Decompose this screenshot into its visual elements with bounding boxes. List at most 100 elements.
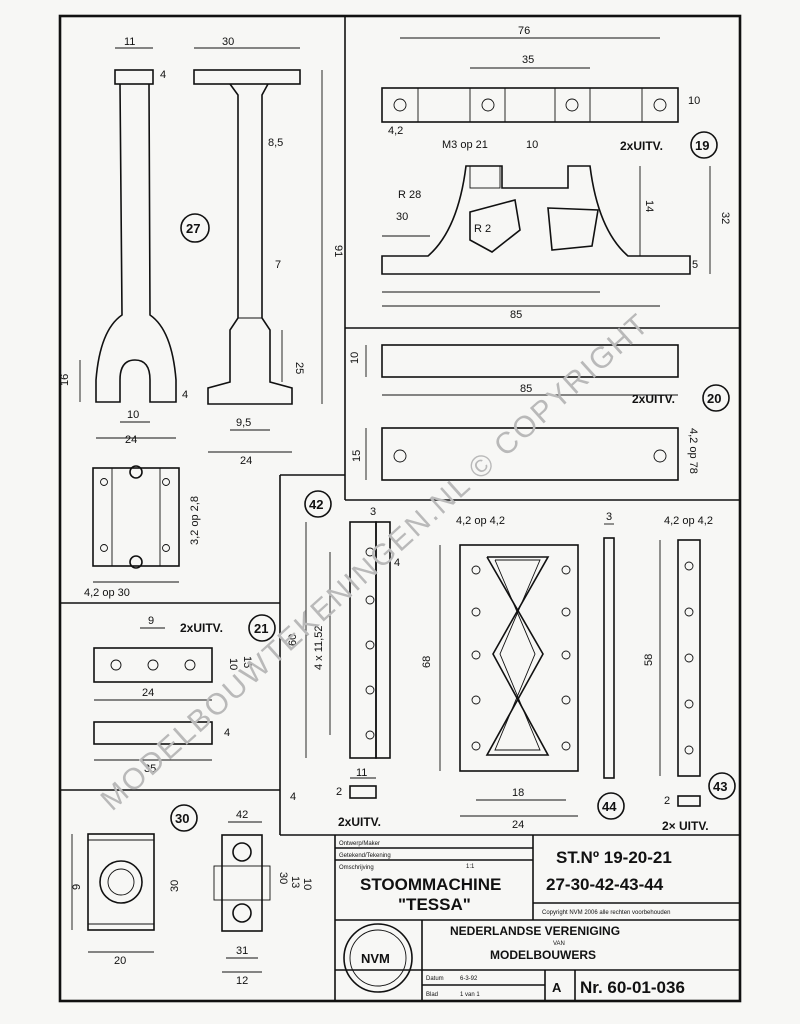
- p20-dim-holes: 4,2 op 78: [687, 428, 699, 474]
- p42-dim-flange: 3: [370, 506, 376, 518]
- p30-dim-width: 20: [114, 955, 126, 967]
- part-27-drawing: [79, 47, 323, 583]
- part-19-label: 19: [695, 138, 709, 153]
- p27-dim-base-width: 24: [240, 455, 252, 467]
- p27-dim-hole-spacing: 4,2 op 30: [84, 587, 130, 599]
- p44-dim-width: 24: [512, 819, 524, 831]
- part-42-drawing: [304, 490, 391, 799]
- p42-dim-section: 11: [356, 767, 367, 779]
- p19-dim-inner-radius: R 2: [474, 223, 491, 235]
- org-name-line2: MODELBOUWERS: [490, 948, 596, 962]
- p20-dim-width: 15: [351, 450, 363, 462]
- p19-dim-hole-dia: 4,2: [388, 125, 403, 137]
- p43-dim-holes: 4,2 op 4,2: [664, 515, 713, 527]
- p42-dim-edge: 4: [394, 557, 400, 569]
- p21-dim-width: 15: [241, 656, 253, 668]
- p30-dim-outer-width: 12: [236, 975, 248, 987]
- p19-dim-hole-spacing: 35: [522, 54, 534, 66]
- p19-dim-foot: 5: [692, 259, 698, 271]
- p19-dim-upright: 14: [643, 200, 655, 212]
- p19-dim-overall: 85: [510, 309, 522, 321]
- org-name-line1: NEDERLANDSE VERENIGING: [450, 924, 620, 938]
- p27-dim-fork: 16: [59, 374, 71, 386]
- p21-dim-length: 35: [144, 763, 156, 775]
- p30-dim-top: 42: [236, 809, 248, 821]
- p27-dim-slot: 10: [127, 409, 139, 421]
- date-value: 6-3-92: [460, 976, 478, 982]
- paper-format: A: [552, 980, 562, 995]
- p44-dim-hole-span: 18: [512, 787, 524, 799]
- part-42-label: 42: [309, 497, 323, 512]
- p19-dim-height: 32: [719, 212, 731, 224]
- p30-dim-span: 30: [277, 872, 289, 884]
- p27-dim-holes: 3,2 op 2,8: [189, 496, 201, 545]
- p19-dim-length: 76: [518, 25, 530, 37]
- p27-dim-foot: 4: [182, 389, 188, 401]
- p27-dim-base-inner: 9,5: [236, 417, 251, 429]
- title-name-line1: STOOMMACHINE: [360, 875, 501, 894]
- part-43-label: 43: [713, 779, 727, 794]
- part-43-drawing: [659, 539, 736, 807]
- p21-dim-thickness: 4: [224, 727, 230, 739]
- part-42-quantity: 2xUITV.: [338, 815, 381, 829]
- title-field-label-2: Getekend/Tekening: [339, 853, 391, 859]
- title-field-label-3: Omschrijving: [339, 865, 374, 871]
- p20-dim-length: 85: [520, 383, 532, 395]
- p27-dim-base-height: 25: [293, 362, 305, 374]
- part-21-quantity: 2xUITV.: [180, 621, 223, 635]
- p27-dim-diameter: 30: [222, 36, 234, 48]
- p42-dim-side: 4: [290, 791, 296, 803]
- p30-dim-height: 30: [169, 880, 181, 892]
- part-27-label: 27: [186, 221, 200, 236]
- part-21-label: 21: [254, 621, 268, 636]
- p21-dim-spacing: 9: [148, 615, 154, 627]
- p30-dim-bore: 9: [71, 884, 83, 890]
- p44-dim-height: 68: [421, 656, 433, 668]
- title-field-value-3: 1:1: [466, 864, 475, 870]
- p42-dim-thick: 2: [336, 786, 342, 798]
- part-21-drawing: [93, 614, 276, 761]
- p42-dim-pitch: 4 x 11,52: [313, 626, 325, 670]
- title-number-line1: ST.Nº 19-20-21: [556, 848, 672, 867]
- part-30-drawing: [71, 804, 271, 973]
- part-20-quantity: 2xUITV.: [632, 392, 675, 406]
- part-20-drawing: [365, 344, 730, 481]
- title-block: [335, 835, 740, 1001]
- p30-dim-slot: 10: [301, 878, 313, 890]
- p43-dim-thick: 2: [664, 795, 670, 807]
- p27-dim-fork-width: 24: [125, 434, 137, 446]
- org-name-small: VAN: [553, 941, 565, 947]
- p27-dim-flange: 4: [160, 69, 166, 81]
- p30-dim-inner-width: 31: [236, 945, 248, 957]
- p19-dim-thickness: 10: [688, 95, 700, 107]
- nvm-logo: NVM: [361, 951, 390, 966]
- p27-dim-width: 11: [124, 36, 135, 48]
- part-19-drawing: [381, 37, 718, 307]
- p19-dim-offset: 30: [396, 211, 408, 223]
- p43-dim-length: 58: [643, 654, 655, 666]
- part-44-label: 44: [602, 799, 617, 814]
- part-30-label: 30: [175, 811, 189, 826]
- p21-dim-hole: 10: [227, 658, 239, 670]
- drawing-number: Nr. 60-01-036: [580, 978, 685, 997]
- panel-borders: [60, 16, 740, 1001]
- p44-dim-holes: 4,2 op 4,2: [456, 515, 505, 527]
- p19-dim-radius: R 28: [398, 189, 421, 201]
- p19-dim-slot: 10: [526, 139, 538, 151]
- drawing-frame: [58, 14, 742, 1003]
- date-label: Datum: [426, 976, 444, 982]
- title-number-line2: 27-30-42-43-44: [546, 875, 664, 894]
- p27-dim-height: 91: [332, 245, 344, 257]
- sheet-label: Blad: [426, 992, 438, 998]
- p27-dim-taper: 8,5: [268, 137, 283, 149]
- p27-dim-neck: 7: [275, 259, 281, 271]
- part-19-quantity: 2xUITV.: [620, 139, 663, 153]
- sheet-value: 1 van 1: [460, 992, 480, 998]
- title-name-line2: "TESSA": [398, 895, 471, 914]
- p20-dim-thickness: 10: [349, 352, 361, 364]
- part-20-label: 20: [707, 391, 721, 406]
- p19-dim-thread: M3 op 21: [442, 139, 488, 151]
- title-field-label-1: Ontwerp/Maker: [339, 841, 380, 847]
- part-43-quantity: 2× UITV.: [662, 819, 709, 833]
